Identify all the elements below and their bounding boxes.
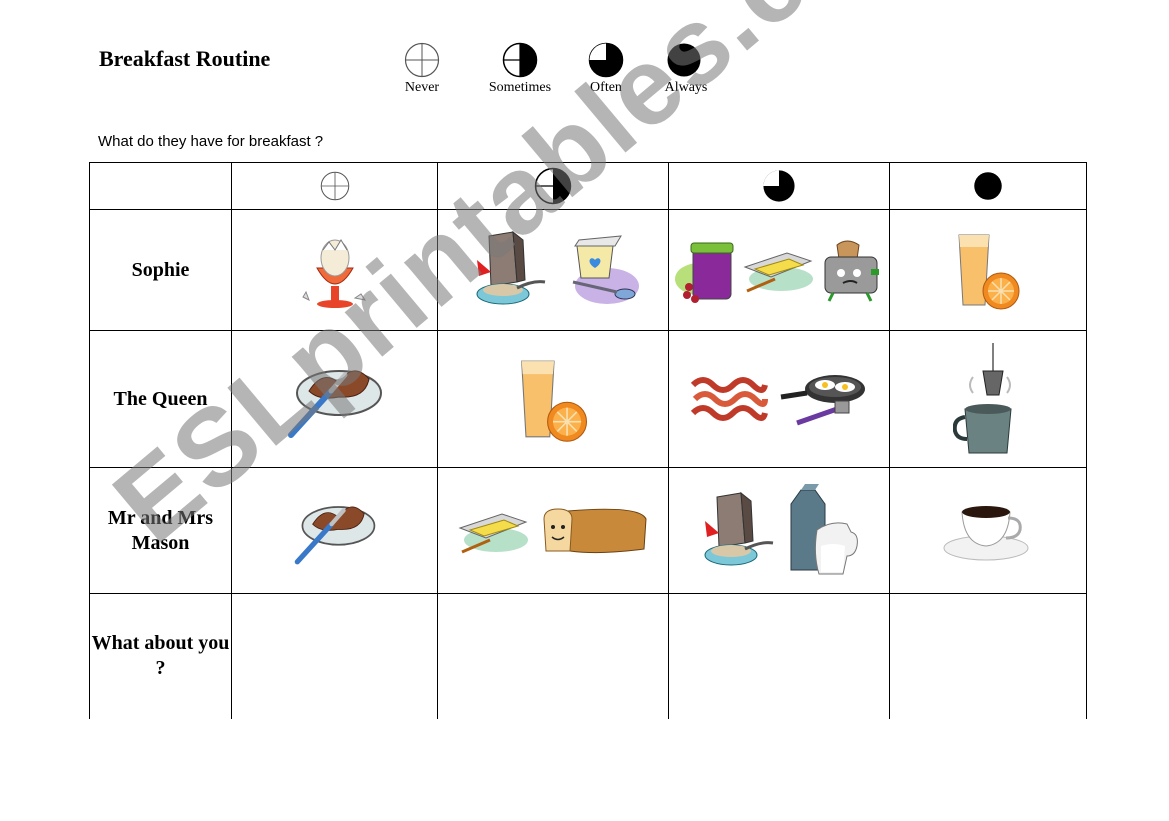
always-full-circle-icon (974, 172, 1002, 200)
jam-icon (675, 242, 734, 303)
legend-often: Often (580, 42, 632, 96)
legend-label-always: Always (664, 80, 708, 95)
row-sophie: Sophie (89, 209, 1087, 331)
cell-always (889, 467, 1087, 594)
header-row (89, 162, 1087, 210)
legend-always: Always (636, 42, 732, 96)
cell-often (668, 467, 890, 594)
never-circle-icon (320, 171, 349, 201)
legend-sometimes: Sometimes (482, 42, 558, 96)
toaster-icon (824, 240, 879, 302)
row-mr-and-mrs-mason: Mr and Mrs Mason (89, 467, 1087, 594)
cell-often-empty[interactable] (668, 593, 890, 719)
bacon-icon (690, 377, 768, 421)
yogurt-icon (572, 235, 639, 304)
row-the-queen: The Queen (89, 330, 1087, 468)
cell-sometimes (437, 209, 669, 331)
row-label: Mr and Mrs Mason (89, 467, 232, 594)
breakfast-table: Sophie (89, 162, 1087, 719)
header-often-cell (668, 162, 890, 210)
header-never-cell (231, 162, 438, 210)
butter-icon (458, 512, 528, 553)
bread-loaf-icon (543, 507, 647, 553)
often-three-quarter-circle-icon (763, 170, 795, 202)
header-blank-cell (89, 162, 232, 210)
legend-never: Never (400, 42, 444, 96)
cell-never (231, 330, 438, 468)
row-label: The Queen (89, 330, 232, 468)
coffee-cup-icon (943, 505, 1029, 560)
legend-label-never: Never (404, 80, 440, 95)
cell-always (889, 209, 1087, 331)
milk-icon (790, 483, 858, 574)
cell-often (668, 330, 890, 468)
often-three-quarter-circle-icon (588, 42, 624, 78)
cell-sometimes (437, 330, 669, 468)
cell-often (668, 209, 890, 331)
header-sometimes-cell (437, 162, 669, 210)
sometimes-half-circle-icon (502, 42, 538, 78)
legend-label-sometimes: Sometimes (488, 80, 552, 95)
cell-always (889, 330, 1087, 468)
cell-never (231, 209, 438, 331)
sometimes-half-circle-icon (534, 167, 572, 205)
toast-with-spread-icon (287, 370, 382, 438)
cereal-icon (704, 491, 774, 565)
orange-juice-icon (521, 360, 588, 442)
cell-always-empty[interactable] (889, 593, 1087, 719)
boiled-egg-icon (301, 239, 366, 308)
tea-cup-icon (953, 343, 1012, 454)
never-circle-icon (404, 42, 440, 78)
toast-with-spread-icon (294, 505, 375, 564)
cell-never (231, 467, 438, 594)
question-text: What do they have for breakfast ? (98, 133, 324, 150)
orange-juice-icon (958, 234, 1020, 310)
cell-never-empty[interactable] (231, 593, 438, 719)
cell-sometimes-empty[interactable] (437, 593, 669, 719)
page-title: Breakfast Routine (99, 46, 271, 71)
fried-eggs-icon (780, 375, 865, 426)
cell-sometimes (437, 467, 669, 594)
header-always-cell (889, 162, 1087, 210)
cereal-icon (476, 230, 546, 305)
always-full-circle-icon (667, 43, 701, 77)
legend-label-often: Often (590, 80, 622, 95)
row-label: Sophie (89, 209, 232, 331)
butter-icon (743, 252, 813, 293)
row-label: What about you ? (89, 593, 232, 719)
row-what-about-you: What about you ? (89, 593, 1087, 719)
